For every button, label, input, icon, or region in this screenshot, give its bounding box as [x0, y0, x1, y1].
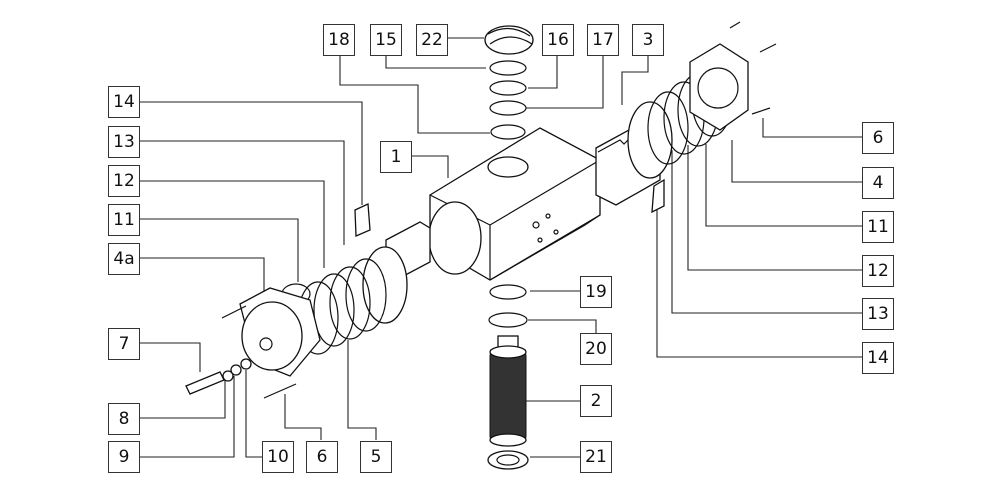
callout-10: 10 [262, 441, 294, 473]
callout-18: 18 [323, 24, 355, 56]
leader-11l [140, 218, 299, 282]
leader-4a [140, 257, 265, 292]
callout-11-right: 11 [862, 211, 894, 243]
leader-3 [621, 56, 649, 105]
callout-7: 7 [108, 328, 140, 360]
callout-8: 8 [108, 403, 140, 435]
callout-12-right: 12 [862, 255, 894, 287]
callout-14-right: 14 [862, 342, 894, 374]
callout-17: 17 [587, 24, 619, 56]
leader-20 [528, 319, 597, 333]
leader-1 [412, 155, 449, 178]
leader-8 [140, 380, 226, 419]
callout-13-left: 13 [108, 126, 140, 158]
leader-14l [140, 101, 363, 205]
leader-16 [528, 56, 558, 89]
callout-2: 2 [580, 385, 612, 417]
leader-15 [385, 56, 486, 69]
leader-10 [245, 370, 262, 458]
leader-11r [705, 144, 862, 227]
callout-13-right: 13 [862, 298, 894, 330]
bottom-parts [487, 284, 529, 470]
leader-6l [284, 394, 322, 440]
callout-5: 5 [360, 441, 392, 473]
callout-1: 1 [380, 141, 412, 173]
top-rings [489, 60, 527, 140]
leader-13r [671, 150, 862, 314]
leader-9 [140, 376, 235, 458]
right-piston-assembly [595, 21, 777, 214]
leader-lines [140, 37, 862, 458]
leader-6r [762, 118, 862, 138]
callout-4a: 4a [108, 243, 140, 275]
callout-6-left: 6 [306, 441, 338, 473]
housing-part [428, 127, 601, 281]
leader-12r [687, 145, 862, 271]
callout-20: 20 [580, 333, 612, 365]
leader-5 [347, 340, 377, 440]
callout-21: 21 [580, 441, 612, 473]
callout-3: 3 [632, 24, 664, 56]
left-piston-assembly [185, 203, 431, 399]
callout-9: 9 [108, 441, 140, 473]
callout-14-left: 14 [108, 86, 140, 118]
leader-7 [140, 342, 201, 372]
leader-18 [339, 56, 490, 134]
indicator-knob-part [484, 25, 534, 55]
leader-12l [140, 180, 325, 268]
callout-22: 22 [416, 24, 448, 56]
callout-11-left: 11 [108, 204, 140, 236]
callout-15: 15 [370, 24, 402, 56]
leader-13l [140, 140, 345, 245]
callout-19: 19 [580, 276, 612, 308]
callout-12-left: 12 [108, 165, 140, 197]
callout-16: 16 [542, 24, 574, 56]
callout-6-right: 6 [862, 122, 894, 154]
leader-14r [656, 210, 862, 358]
leader-17 [526, 56, 604, 109]
callout-4: 4 [862, 167, 894, 199]
leader-4 [731, 140, 862, 183]
